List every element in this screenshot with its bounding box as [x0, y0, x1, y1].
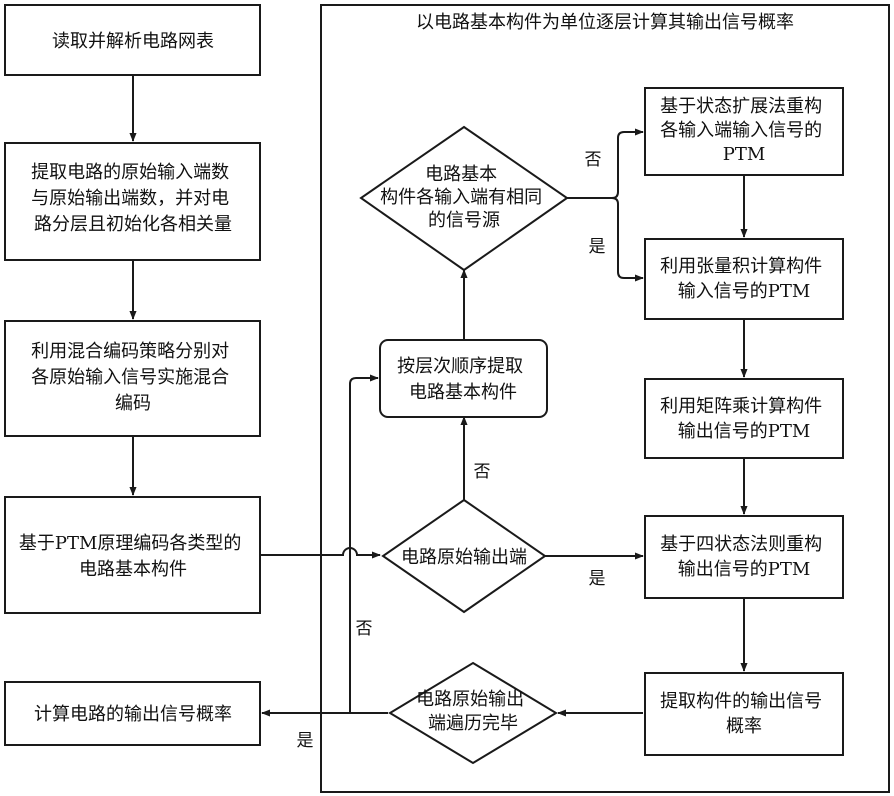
step-extract-components-line-1: 按层次顺序提取	[397, 356, 523, 377]
step-reconstruct-input-ptm-line-1: 基于状态扩展法重构	[660, 96, 822, 117]
svg-text:读取并解析电路网表: 读取并解析电路网表	[52, 31, 214, 52]
connector-traversal-no	[350, 378, 378, 713]
step-four-state-reconstruct-line-2: 输出信号的PTM	[678, 559, 811, 580]
step-hybrid-encoding-line-2: 各原始输入信号实施混合	[31, 367, 229, 388]
step-tensor-product-line-1: 利用张量积计算构件	[660, 256, 822, 277]
step-read-netlist-line-1: 读取并解析电路网表	[52, 31, 214, 52]
step-extract-output-probability-line-1: 提取构件的输出信号	[660, 691, 822, 712]
connector-source-check-yes	[612, 198, 643, 278]
step-tensor-product	[645, 239, 843, 319]
step-extract-components-line-2: 电路基本构件	[409, 382, 517, 403]
svg-text:电路原始输出端: 电路原始输出端	[401, 547, 527, 568]
step-hybrid-encoding-line-1: 利用混合编码策略分别对	[31, 341, 229, 362]
svg-text:提取电路的原始输入端数 与原始输出端数，并对电: 提取电路的原始输入端数 与原始输出端数，并对电 路分层且初始化各相关量	[31, 162, 235, 235]
step-extract-output-probability-line-2: 概率	[726, 716, 762, 737]
step-ptm-encoding-line-1: 基于PTM原理编码各类型的	[19, 533, 242, 554]
step-tensor-product-line-2: 输入信号的PTM	[678, 281, 811, 302]
label-yes-four-state: 是	[589, 569, 606, 589]
decision-same-signal-source-line-1: 电路基本	[425, 164, 497, 185]
svg-text:计算电路的输出信号概率: 计算电路的输出信号概率	[34, 704, 232, 725]
step-matrix-product	[645, 379, 843, 458]
step-four-state-reconstruct-line-1: 基于四状态法则重构	[660, 534, 822, 555]
step-matrix-product-line-2: 输出信号的PTM	[678, 421, 811, 442]
label-no-extract: 否	[474, 462, 491, 482]
connector-source-check-no	[567, 132, 643, 198]
label-yes-tensor: 是	[589, 237, 606, 257]
label-yes-result: 是	[297, 731, 314, 751]
step-output-probability-line-1: 计算电路的输出信号概率	[34, 704, 232, 725]
label-no-reconstruct: 否	[585, 150, 602, 170]
step-ptm-encoding-line-2: 电路基本构件	[79, 559, 187, 580]
step-reconstruct-input-ptm-line-2: 各输入端输入信号的	[660, 120, 822, 141]
step-reconstruct-input-ptm-line-3: PTM	[723, 144, 766, 165]
decision-traversal-complete-line-1: 电路原始输出	[416, 689, 524, 710]
step-hybrid-encoding-line-3: 编码	[115, 393, 151, 414]
decision-same-signal-source-line-2: 构件各输入端有相同	[380, 187, 542, 208]
decision-traversal-complete-line-2: 端遍历完毕	[428, 713, 518, 734]
step-extract-io-line-1: 提取电路的原始输入端数	[31, 162, 229, 183]
step-extract-components	[380, 340, 547, 417]
frame-title: 以电路基本构件为单位逐层计算其输出信号概率	[416, 12, 794, 33]
decision-primary-output-line-1: 电路原始输出端	[401, 547, 527, 568]
step-ptm-encoding	[5, 497, 260, 613]
step-matrix-product-line-1: 利用矩阵乘计算构件	[660, 396, 822, 417]
label-no-loop: 否	[356, 619, 373, 639]
decision-same-signal-source-line-3: 的信号源	[428, 210, 500, 231]
step-extract-io-line-3: 路分层且初始化各相关量	[34, 214, 232, 235]
step-four-state-reconstruct	[645, 516, 843, 598]
step-extract-output-probability	[645, 673, 843, 755]
step-extract-io-line-2: 与原始输出端数，并对电	[31, 188, 229, 209]
